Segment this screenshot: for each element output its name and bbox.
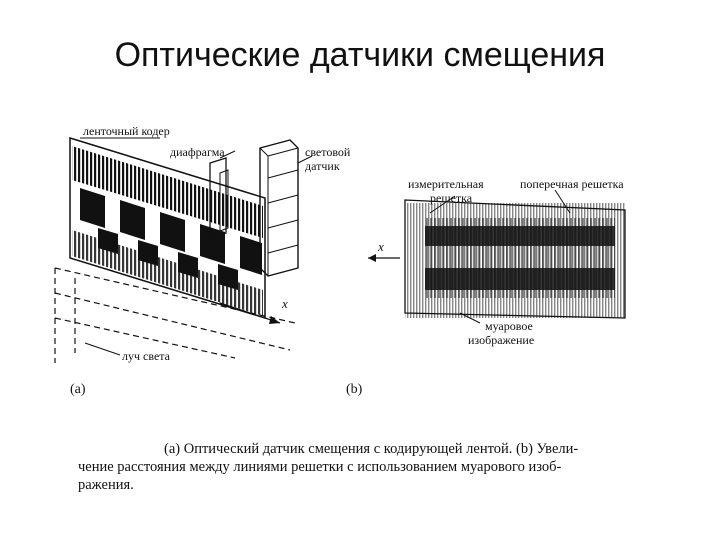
diaphragm-label: диафрагма bbox=[170, 145, 225, 159]
sensor-label-2: датчик bbox=[305, 159, 340, 173]
encoder-label: ленточный кодер bbox=[83, 124, 170, 138]
figure-b-label: (b) bbox=[346, 382, 363, 397]
cross-label: поперечная решетка bbox=[520, 177, 624, 191]
axis-label-a: x bbox=[281, 296, 288, 311]
figure-caption: (a) Оптический датчик смещения с кодирую… bbox=[78, 440, 678, 494]
caption-line-1: (a) Оптический датчик смещения с кодирую… bbox=[164, 441, 579, 457]
measuring-label-1: измерительная bbox=[408, 177, 484, 191]
figure-drawing: ленточный кодер диафрагма световой датчи… bbox=[54, 124, 626, 397]
sensor-label-1: световой bbox=[305, 145, 351, 159]
figure: ленточный кодер диафрагма световой датчи… bbox=[50, 118, 680, 508]
caption-line-2: чение расстояния между линиями решетки с… bbox=[78, 459, 562, 475]
axis-label-b: x bbox=[377, 239, 384, 254]
moire-drawing bbox=[368, 189, 626, 324]
slide-title: Оптические датчики смещения bbox=[114, 36, 606, 74]
measuring-label-2: решетка bbox=[430, 191, 473, 205]
moire-label-1: муаровое bbox=[485, 319, 533, 333]
caption-line-3: ражения. bbox=[78, 477, 134, 493]
beam-label: луч света bbox=[122, 349, 171, 363]
moire-label-2: изображение bbox=[468, 333, 534, 347]
figure-a-label: (a) bbox=[70, 382, 86, 397]
encoder-tape-drawing bbox=[54, 136, 313, 363]
